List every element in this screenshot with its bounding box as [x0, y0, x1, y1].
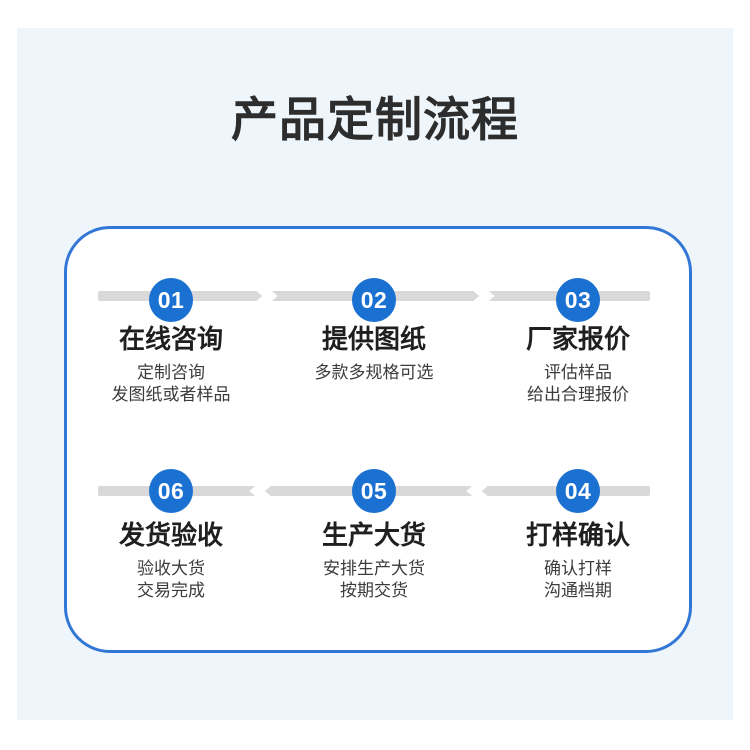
step-title: 发货验收: [118, 520, 223, 550]
step-number-badge: 03: [556, 278, 600, 322]
step-desc-line: 多款多规格可选: [314, 363, 434, 382]
step-desc-line: 确认打样: [544, 559, 612, 578]
step-description: 确认打样 沟通档期: [468, 558, 688, 602]
step-number-badge: 05: [352, 469, 396, 513]
chevron-left-icon: [466, 476, 491, 506]
step-title: 打样确认: [525, 520, 630, 550]
step-desc-line: 定制咨询: [137, 363, 205, 382]
step-title: 厂家报价: [525, 324, 630, 354]
step-03: 厂家报价 评估样品 给出合理报价: [468, 324, 688, 406]
page-title: 产品定制流程: [231, 93, 519, 146]
step-desc-line: 沟通档期: [544, 581, 612, 600]
step-number-badge: 02: [352, 278, 396, 322]
chevron-left-icon: [249, 476, 274, 506]
step-06: 发货验收 验收大货 交易完成: [61, 520, 281, 602]
chevron-right-icon: [253, 281, 278, 311]
process-flow-card: 01 02 03 06 05 04 在线咨询 定制咨询 发图纸或者样品 提供图纸…: [64, 226, 692, 653]
step-desc-line: 验收大货: [137, 559, 205, 578]
step-number-badge: 04: [556, 469, 600, 513]
step-description: 安排生产大货 按期交货: [264, 558, 484, 602]
step-desc-line: 评估样品: [544, 363, 612, 382]
step-05: 生产大货 安排生产大货 按期交货: [264, 520, 484, 602]
step-number-badge: 01: [149, 278, 193, 322]
chevron-right-icon: [470, 281, 495, 311]
step-number-badge: 06: [149, 469, 193, 513]
step-desc-line: 按期交货: [340, 581, 408, 600]
step-desc-line: 给出合理报价: [527, 385, 629, 404]
step-01: 在线咨询 定制咨询 发图纸或者样品: [61, 324, 281, 406]
step-title: 在线咨询: [118, 324, 223, 354]
step-desc-line: 交易完成: [137, 581, 205, 600]
step-04: 打样确认 确认打样 沟通档期: [468, 520, 688, 602]
step-title: 生产大货: [321, 520, 426, 550]
step-description: 定制咨询 发图纸或者样品: [61, 362, 281, 406]
step-description: 多款多规格可选: [264, 362, 484, 384]
step-02: 提供图纸 多款多规格可选: [264, 324, 484, 384]
content-panel: 产品定制流程 01 02 03 06 05 04 在线咨询 定制咨询 发图纸或者…: [17, 28, 733, 720]
step-desc-line: 安排生产大货: [323, 559, 425, 578]
step-description: 评估样品 给出合理报价: [468, 362, 688, 406]
step-description: 验收大货 交易完成: [61, 558, 281, 602]
step-desc-line: 发图纸或者样品: [111, 385, 231, 404]
step-title: 提供图纸: [321, 324, 426, 354]
